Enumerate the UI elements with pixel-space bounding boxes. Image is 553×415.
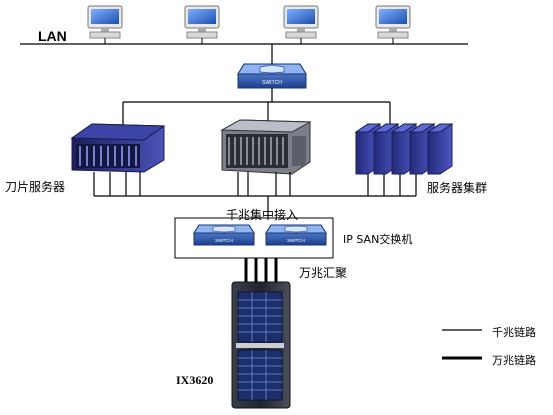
pc-icon [184, 5, 220, 44]
server-cluster-icon [354, 123, 454, 175]
switch-badge: SWITCH [262, 80, 282, 86]
rack-server-icon [220, 119, 312, 175]
storage-model-label: IX3620 [176, 373, 214, 387]
san-switch-icon: SWITCH [193, 224, 255, 246]
san-switch-icon: SWITCH [265, 224, 327, 246]
ip-san-switch-frame [174, 217, 334, 259]
ten-gig-links [244, 258, 278, 282]
gigabit-access-label: 千兆集中接入 [226, 208, 299, 222]
legend-ten-gig-label: 万兆链路 [492, 354, 536, 367]
blade-server-label: 刀片服务器 [5, 180, 66, 194]
pc-icon [283, 5, 319, 44]
server-cluster-label: 服务器集群 [427, 181, 488, 195]
server-access-links [93, 172, 417, 196]
blade-server-icon [70, 123, 166, 173]
ip-san-switch-label: IP SAN交换机 [343, 233, 413, 246]
storage-array-icon [231, 281, 291, 409]
switch-badge: SWITCH [287, 238, 305, 243]
switch-badge: SWITCH [215, 238, 233, 243]
lan-label: LAN [38, 28, 67, 44]
core-switch-icon: SWITCH [237, 63, 307, 89]
ten-gig-aggregation-label: 万兆汇聚 [299, 266, 348, 280]
pc-icon [87, 5, 123, 44]
legend-gigabit-label: 千兆链路 [492, 326, 536, 339]
pc-icon [375, 5, 411, 44]
